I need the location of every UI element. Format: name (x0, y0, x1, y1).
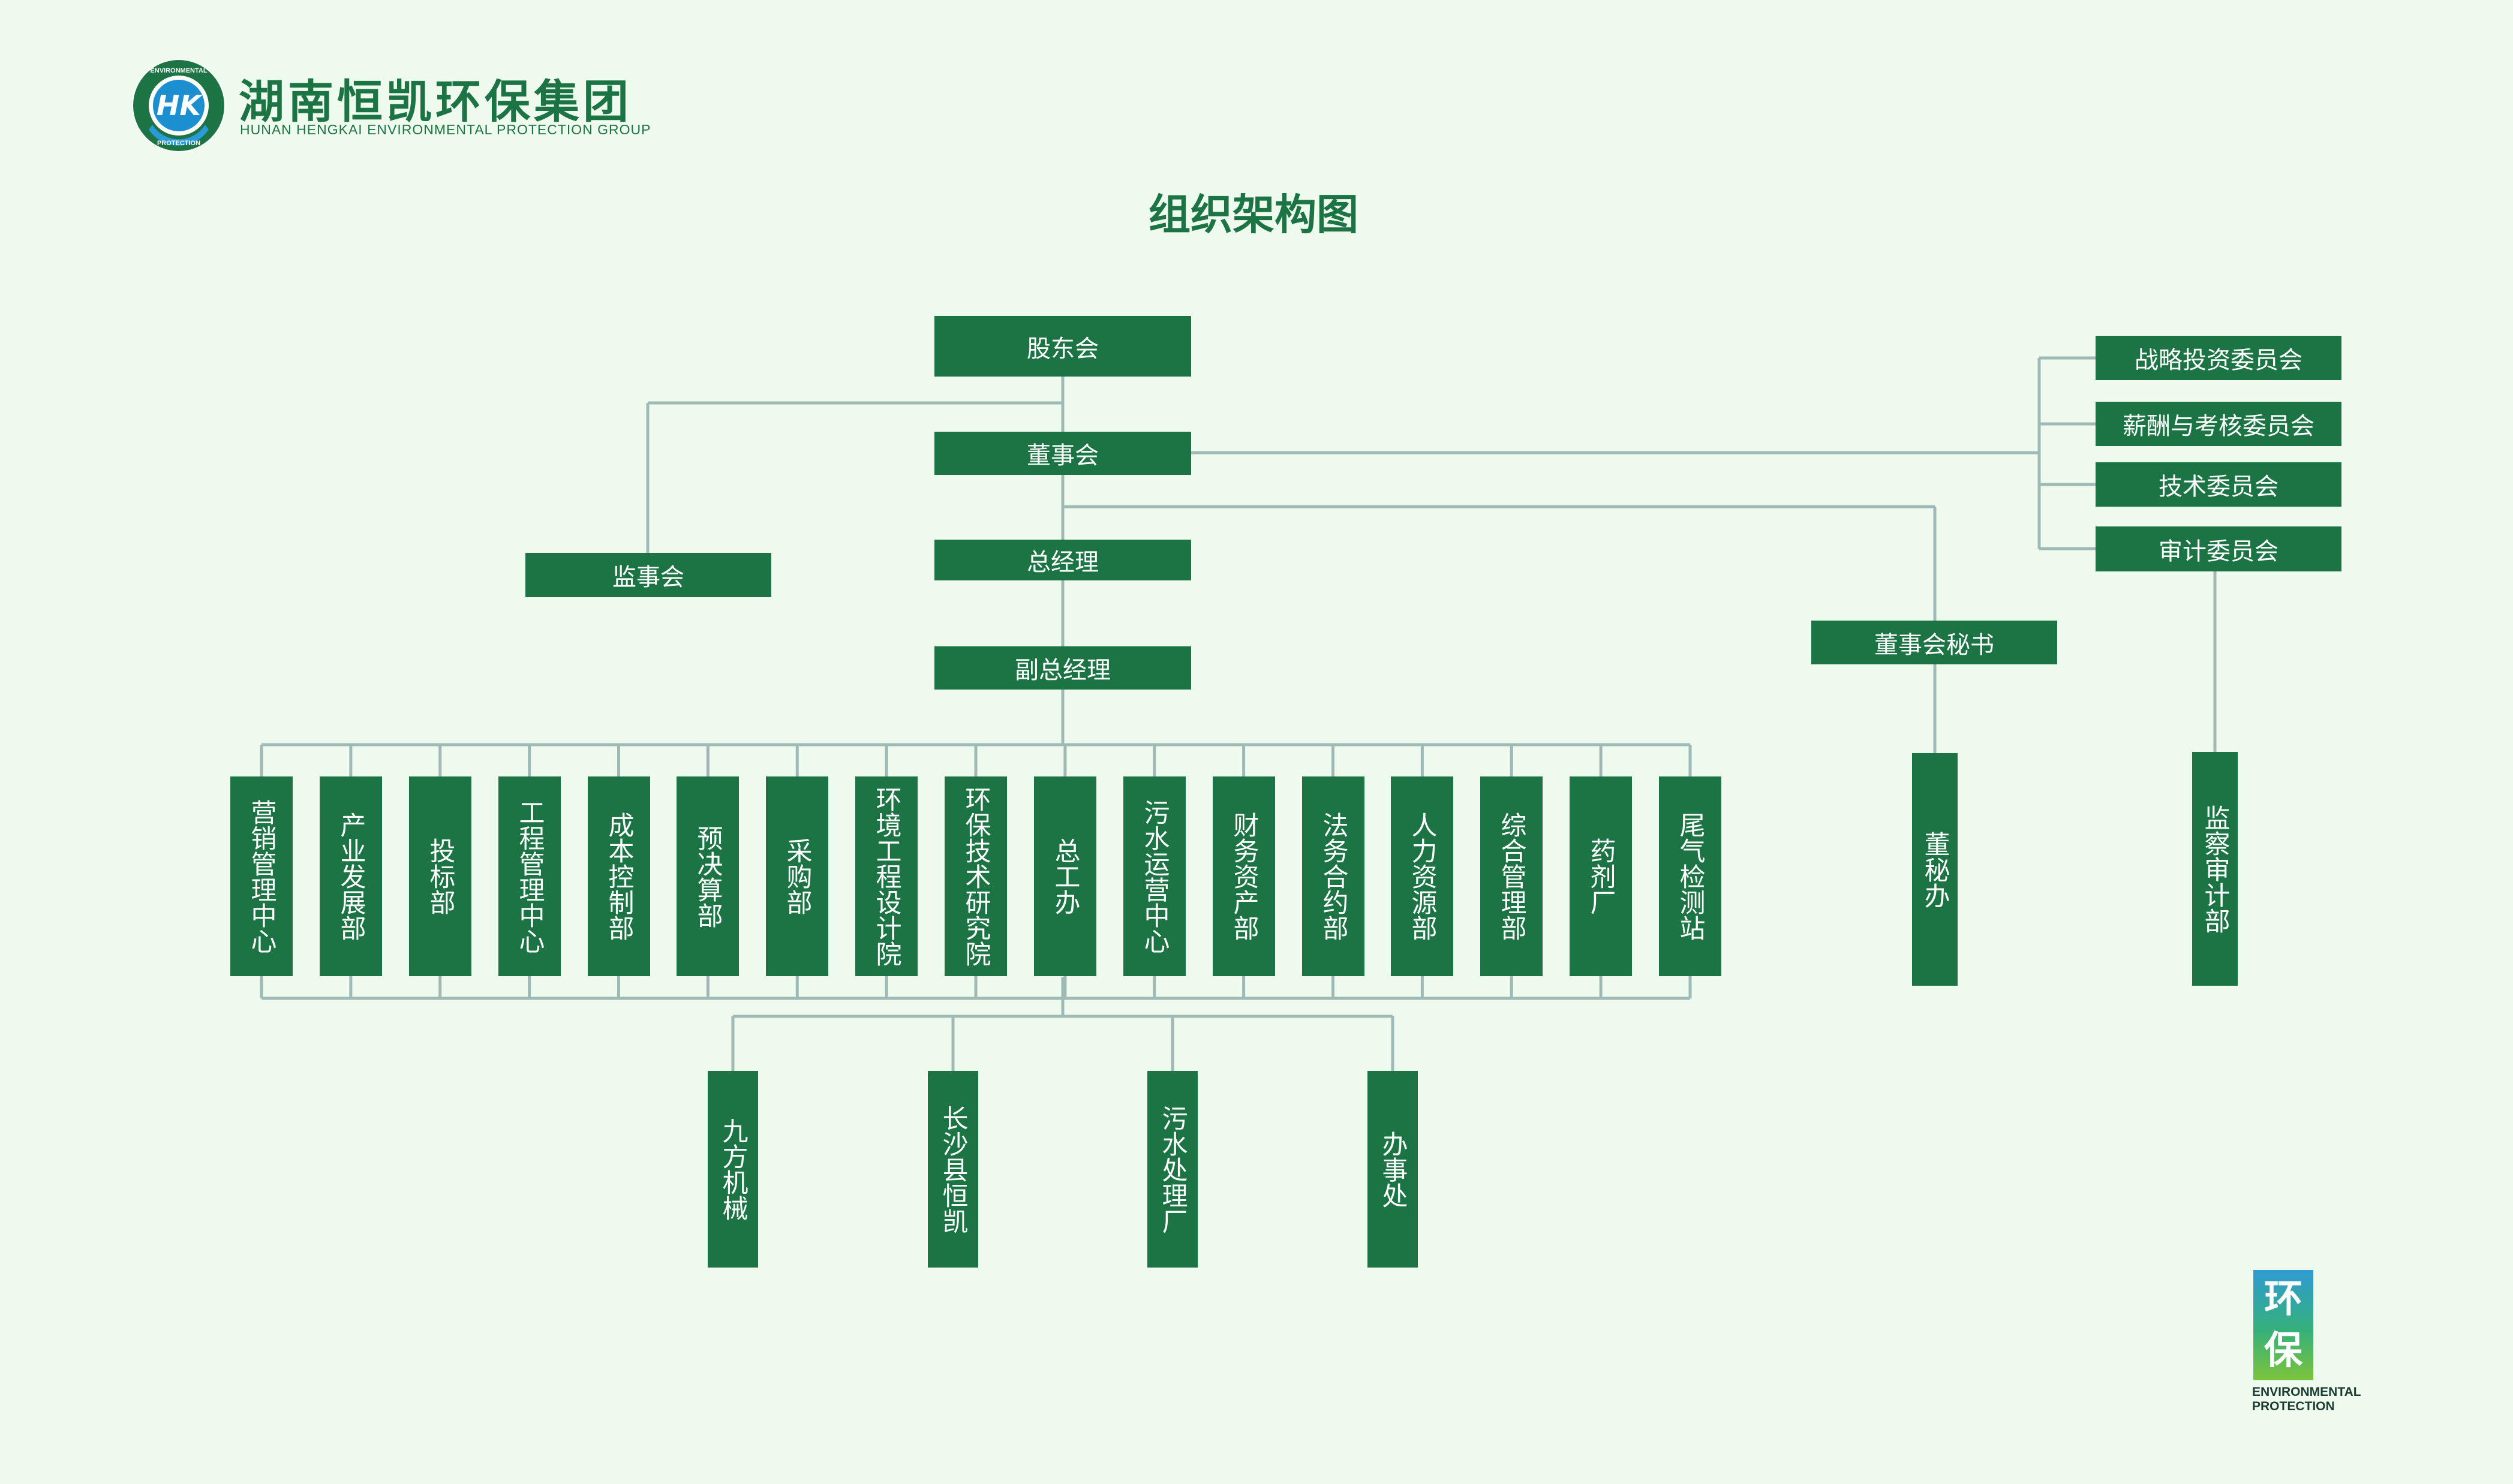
node-board-secretary-office: 董秘办 (1912, 753, 1958, 986)
company-name-en: HUNAN HENGKAI ENVIRONMENTAL PROTECTION G… (240, 122, 651, 137)
node-audit-supervision: 监察审计部 (2192, 752, 2238, 986)
environmental-badge: 环 保 (2253, 1270, 2313, 1380)
node-subsidiary: 污水处理厂 (1147, 1071, 1198, 1268)
node-shareholders: 股东会 (934, 316, 1191, 377)
node-committee-strategy: 战略投资委员会 (2096, 336, 2341, 380)
node-department: 产业发展部 (320, 776, 382, 976)
badge-caption: ENVIRONMENTAL PROTECTION (2252, 1385, 2361, 1414)
node-committee-technology: 技术委员会 (2096, 462, 2341, 507)
node-department: 财务资产部 (1213, 776, 1275, 976)
node-board-secretary: 董事会秘书 (1811, 621, 2057, 664)
node-department: 预决算部 (677, 776, 739, 976)
node-department: 药剂厂 (1570, 776, 1632, 976)
node-department: 营销管理中心 (230, 776, 293, 976)
badge-char-2: 保 (2264, 1328, 2302, 1373)
hk-logo-emblem: HK ENVIRONMENTAL PROTECTION (132, 59, 226, 152)
company-name-cn: 湖南恒凯环保集团 (239, 75, 632, 128)
node-department: 法务合约部 (1302, 776, 1364, 976)
node-subsidiary: 办事处 (1367, 1071, 1418, 1268)
badge-caption-line-2: PROTECTION (2252, 1399, 2335, 1413)
node-committee-audit: 审计委员会 (2096, 526, 2341, 571)
logo-ring-top-text: ENVIRONMENTAL (150, 67, 207, 74)
node-subsidiary: 九方机械 (708, 1071, 758, 1268)
node-board: 董事会 (934, 432, 1191, 475)
node-committee-compensation: 薪酬与考核委员会 (2096, 402, 2341, 446)
node-department: 工程管理中心 (498, 776, 561, 976)
node-department: 成本控制部 (588, 776, 650, 976)
node-department: 投标部 (409, 776, 471, 976)
badge-char-1: 环 (2264, 1277, 2302, 1322)
badge-caption-line-1: ENVIRONMENTAL (2252, 1385, 2361, 1399)
node-department: 环境工程设计院 (855, 776, 918, 976)
logo-monogram: HK (157, 89, 203, 122)
node-subsidiary: 长沙县恒凯 (928, 1071, 978, 1268)
node-department: 人力资源部 (1391, 776, 1453, 976)
node-supervisors: 监事会 (525, 553, 771, 597)
logo-ring-bottom-text: PROTECTION (157, 140, 200, 147)
node-general-manager: 总经理 (934, 540, 1191, 580)
node-department: 环保技术研究院 (945, 776, 1007, 976)
page-title: 组织架构图 (1149, 190, 1358, 239)
node-deputy-general-manager: 副总经理 (934, 646, 1191, 690)
node-department: 污水运营中心 (1123, 776, 1186, 976)
node-department: 综合管理部 (1480, 776, 1543, 976)
node-department: 采购部 (766, 776, 828, 976)
node-department: 总工办 (1034, 776, 1096, 976)
node-department: 尾气检测站 (1659, 776, 1721, 976)
